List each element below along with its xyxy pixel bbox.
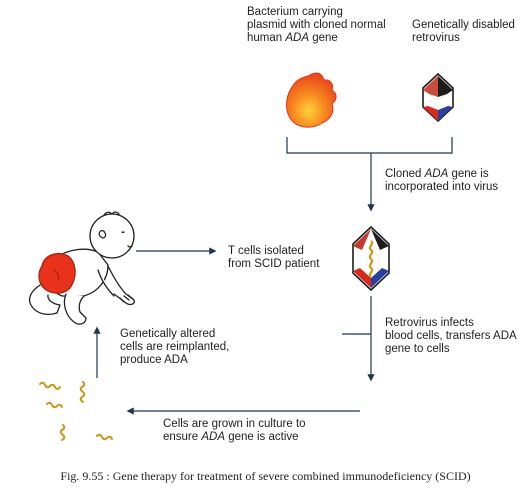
retrovirus-infects-label: Retrovirus infects blood cells, transfer… (385, 317, 517, 356)
gene-squiggle-3 (46, 401, 63, 409)
bacterium-label-line2: plasmid with cloned normal (247, 19, 386, 31)
culture-label-line2: ensure ADA gene is active (163, 431, 299, 443)
gene-squiggle-1 (39, 381, 61, 390)
figure-caption: Fig. 9.55 : Gene therapy for treatment o… (60, 469, 471, 483)
tcells-label-line1: T cells isolated (228, 245, 304, 257)
baby-illustration (28, 211, 136, 325)
retrovirus-icon (422, 72, 454, 123)
reimplant-label-line1: Genetically altered (120, 328, 216, 340)
tcells-label-line2: from SCID patient (228, 258, 320, 270)
cloned-gene-label: Cloned ADA gene is incorporated into vir… (385, 168, 498, 194)
culture-label-line1: Cells are grown in culture to (163, 418, 306, 430)
retrovirus-infects-label-line1: Retrovirus infects (385, 317, 474, 329)
bacterium-label-line1: Bacterium carrying (247, 6, 343, 18)
retrovirus-infects-label-line3: gene to cells (385, 343, 450, 355)
cloned-gene-label-line1: Cloned ADA gene is (385, 168, 489, 180)
bacterium-label: Bacterium carrying plasmid with cloned n… (247, 6, 386, 45)
tcells-label: T cells isolated from SCID patient (228, 245, 319, 271)
bacterium-label-line3: human ADA gene (247, 32, 338, 44)
gene-squiggle-5 (96, 433, 113, 441)
gene-squiggle-4 (59, 424, 66, 441)
reimplant-label-line3: produce ADA (120, 354, 188, 366)
retrovirus-label-line2: retrovirus (412, 32, 460, 44)
recombinant-virus-icon (352, 225, 390, 292)
cloned-gene-label-line2: incorporated into virus (385, 181, 499, 193)
retrovirus-label: Genetically disabled retrovirus (412, 19, 515, 45)
reimplant-label: Genetically altered cells are reimplante… (120, 328, 229, 367)
gene-squiggles (39, 381, 113, 441)
reimplant-label-line2: cells are reimplanted, (120, 341, 230, 353)
gene-squiggle-2 (79, 381, 86, 403)
retrovirus-infects-label-line2: blood cells, transfers ADA (385, 330, 517, 342)
culture-label: Cells are grown in culture to ensure ADA… (163, 418, 306, 444)
retrovirus-label-line1: Genetically disabled (412, 19, 515, 31)
bacterium-icon (286, 72, 337, 128)
bracket-connector (286, 137, 453, 154)
